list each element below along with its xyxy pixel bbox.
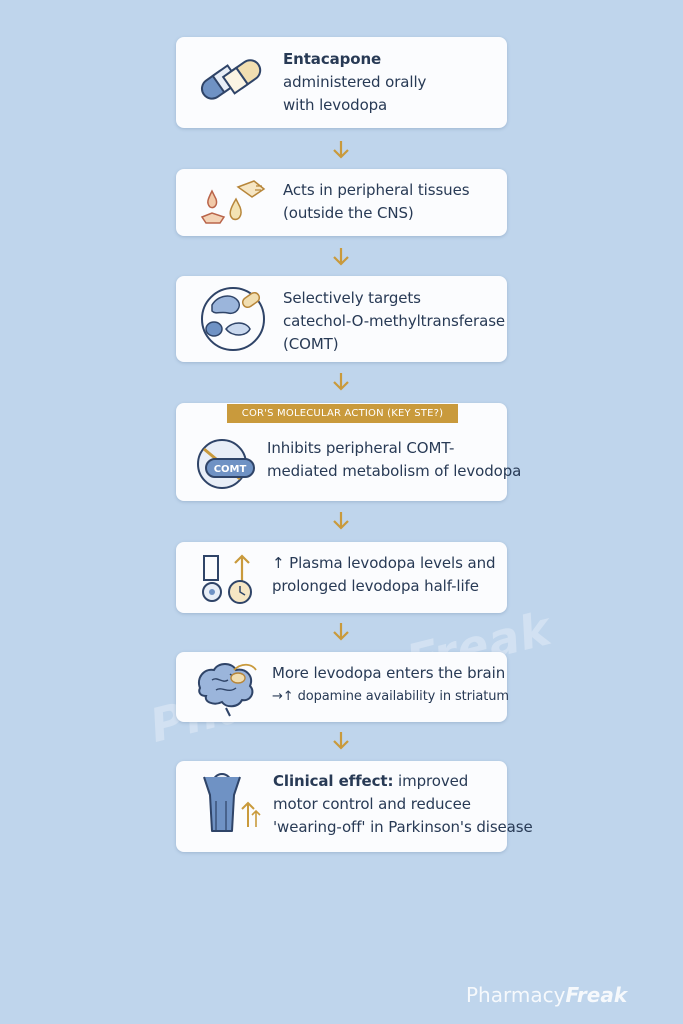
step-3-line-1: Selectively targets	[283, 289, 421, 307]
step-card-clinical: Clinical effect: improved motor control …	[176, 761, 533, 852]
step-7-line-3: 'wearing-off' in Parkinson's disease	[273, 818, 533, 836]
step-card-entacapone: Entacapone administered orally with levo…	[176, 37, 507, 128]
step-card-plasma: ↑ Plasma levodopa levels and prolonged l…	[176, 542, 507, 613]
step-3-line-2: catechol-O-methyltransferase	[283, 312, 506, 330]
step-5-line-2: prolonged levodopa half-life	[272, 577, 479, 595]
key-step-banner: COR'S MOLECULAR ACTION (KEY STE?)	[227, 404, 458, 423]
arrow-down-icon	[333, 512, 349, 530]
step-4-line-2: mediated metabolism of levodopa	[267, 462, 522, 480]
plasma-level-clock-icon	[202, 554, 252, 604]
capsule-icon	[200, 59, 262, 100]
arrow-down-icon	[333, 141, 349, 159]
comt-icon-label: COMT	[214, 464, 247, 475]
enzyme-target-icon	[201, 287, 265, 351]
step-card-targets: Selectively targets catechol-O-methyltra…	[176, 276, 507, 362]
patient-improvement-icon	[203, 773, 261, 832]
pharmacyfreak-logo: PharmacyFreak	[466, 983, 627, 1007]
step-card-peripheral: Acts in peripheral tissues (outside the …	[176, 169, 507, 236]
step-6-line-2: →↑ dopamine availability in striatum	[272, 689, 509, 704]
comt-inhibition-icon: COMT	[197, 439, 255, 489]
step-2-line-1: Acts in peripheral tissues	[283, 181, 470, 199]
step-7-line-2: motor control and reducee	[273, 795, 471, 813]
step-card-brain: More levodopa enters the brain →↑ dopami…	[176, 652, 509, 722]
step-5-line-1: ↑ Plasma levodopa levels and	[272, 554, 496, 572]
arrow-down-icon	[333, 248, 349, 266]
step-2-line-2: (outside the CNS)	[283, 204, 414, 222]
arrow-down-icon	[333, 373, 349, 391]
step-1-line-3: with levodopa	[283, 96, 388, 114]
step-7-bold-prefix: Clinical effect:	[273, 772, 394, 790]
step-1-line-2: administered orally	[283, 73, 427, 91]
step-7-line-1: improved	[393, 772, 469, 790]
peripheral-tissue-icon	[200, 180, 266, 224]
step-4-line-1: Inhibits peripheral COMT-	[267, 439, 455, 457]
brain-icon	[198, 663, 257, 717]
step-6-line-1: More levodopa enters the brain	[272, 664, 506, 682]
logo-part-1: Pharmacy	[466, 983, 566, 1007]
step-3-line-3: (COMT)	[283, 335, 339, 353]
arrow-down-icon	[333, 732, 349, 750]
step-1-line-1: Entacapone	[283, 50, 382, 68]
logo-part-2: Freak	[565, 983, 628, 1007]
arrow-down-icon	[333, 623, 349, 641]
